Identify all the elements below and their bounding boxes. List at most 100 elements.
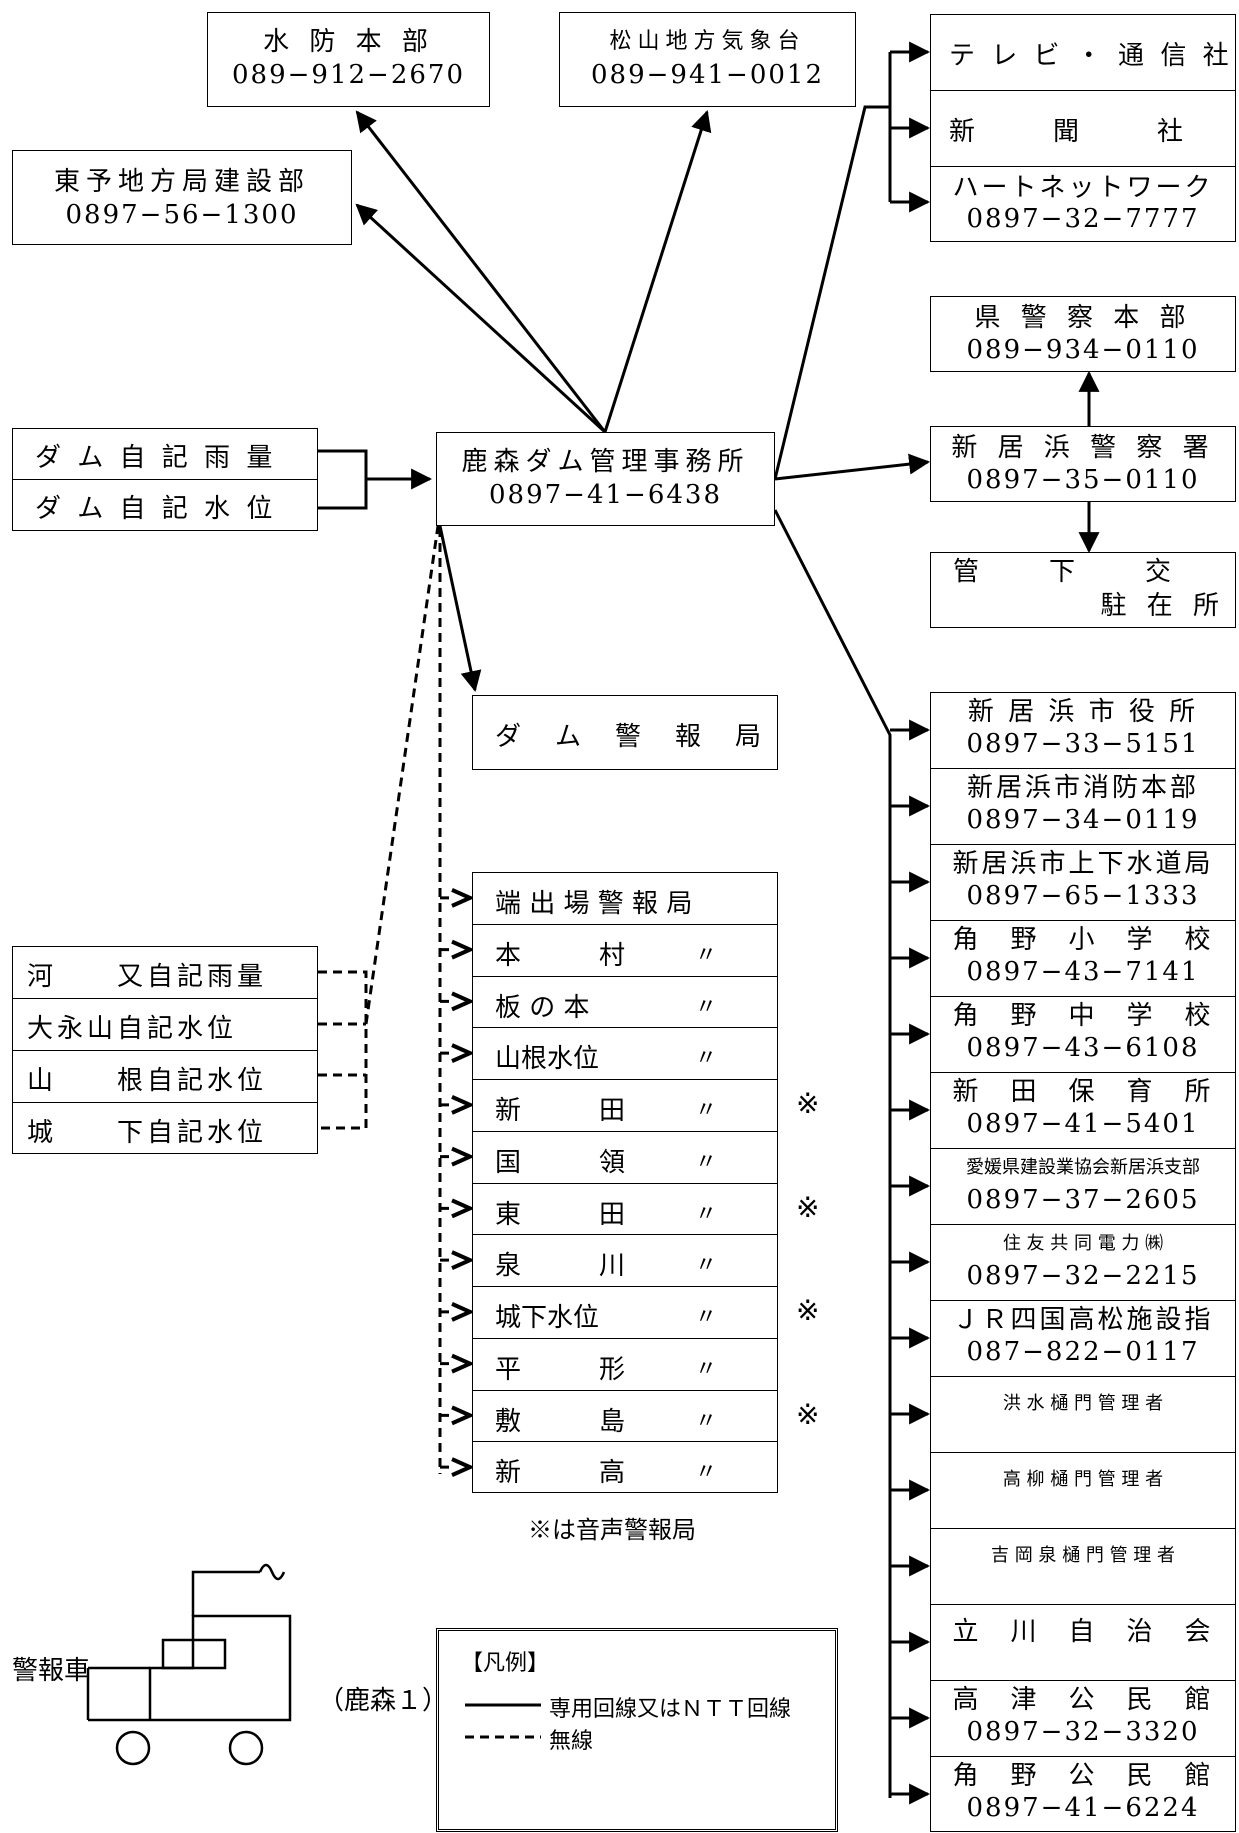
contact-name: 角 野 小 学 校 (931, 921, 1235, 957)
contact-row: 吉 岡 泉 樋 門 管 理 者 (931, 1529, 1235, 1605)
gauge-label: 山 根自記水位 (27, 1060, 267, 1097)
dam-alarm-label: ダ ム 警 報 局 (495, 716, 765, 753)
agency-name: 東予地方局建設部 (13, 165, 351, 199)
vehicle-id: （鹿森１） (318, 1680, 448, 1717)
contact-row: 新 居 浜 市 役 所0897−33−5151 (931, 693, 1235, 769)
dam-rain-gauge: ダ ム 自 記 雨 量 (13, 429, 317, 480)
river-gauge-row: 河 又自記雨量 (13, 947, 317, 999)
contact-phone: 0897−41−6224 (931, 1793, 1235, 1823)
alarm-station-row: 新 田〃 (473, 1080, 777, 1132)
legend-radio-label: 無線 (549, 1723, 593, 1755)
contact-name: ＪＲ四国高松施設指 (931, 1301, 1235, 1337)
alarm-station-row: 泉 川 〃 (473, 1235, 777, 1287)
ditto-mark: 〃 (695, 1403, 717, 1435)
river-gauge-row: 城 下自記水位 (13, 1103, 317, 1155)
radio-arrow (452, 1252, 470, 1268)
contact-name: 新居浜市上下水道局 (931, 845, 1235, 881)
radio-arrow (452, 1200, 470, 1216)
alarm-station-row: 国 領〃 (473, 1132, 777, 1184)
contact-row: 立 川 自 治 会 (931, 1605, 1235, 1681)
alarm-vehicle-icon (88, 1565, 290, 1764)
contact-name: 新居浜市消防本部 (931, 769, 1235, 805)
contact-phone: 0897−32−2215 (931, 1261, 1235, 1291)
contact-row: 住 友 共 同 電 力 ㈱0897−32−2215 (931, 1225, 1235, 1301)
radio-arrow (452, 1045, 470, 1061)
radio-arrow (452, 1459, 470, 1475)
koban-line2: 駐 在 所 (1100, 589, 1225, 623)
station-name: 平 形 (495, 1349, 625, 1386)
contact-phone: 0897−43−7141 (931, 957, 1235, 987)
contact-name: 角 野 中 学 校 (931, 997, 1235, 1033)
voice-station-mark: ※ (796, 1191, 819, 1224)
ditto-mark: 〃 (695, 1092, 717, 1124)
police-name: 新 居 浜 警 察 署 (931, 431, 1235, 465)
alarm-station-row: 端 出 場 警 報 局 (473, 873, 777, 925)
ditto-mark: 〃 (695, 1247, 717, 1279)
station-name: 敷 島 (495, 1401, 625, 1438)
contact-name: 住 友 共 同 電 力 ㈱ (931, 1225, 1235, 1261)
voice-station-mark: ※ (796, 1294, 819, 1327)
radio-arrow (452, 1097, 470, 1113)
media-item-tv: テ レ ビ ・ 通 信 社 (931, 15, 1235, 91)
contact-name: 吉 岡 泉 樋 門 管 理 者 (931, 1529, 1235, 1573)
contact-phone: 0897−34−0119 (931, 805, 1235, 835)
radio-arrow (452, 1356, 470, 1372)
ditto-mark: 〃 (695, 1454, 717, 1486)
alarm-station-row: 東 田 〃 (473, 1184, 777, 1236)
radio-arrow (452, 993, 470, 1009)
station-name: 本 村 (495, 935, 625, 972)
legend-box: 【凡例】 専用回線又はＮＴＴ回線 無線 (436, 1628, 838, 1832)
contact-name: 角 野 公 民 館 (931, 1757, 1235, 1793)
ditto-mark: 〃 (695, 937, 717, 969)
contact-phone: 0897−37−2605 (931, 1185, 1235, 1215)
alarm-station-row: 板 の 本 〃 (473, 977, 777, 1029)
media-item-newspaper: 新 聞 社 (931, 91, 1235, 167)
agency-phone: 089−912−2670 (208, 59, 489, 91)
contact-row: 高 柳 樋 門 管 理 者 (931, 1453, 1235, 1529)
alarm-station-row: 平 形〃 (473, 1339, 777, 1391)
media-group-box: テ レ ビ ・ 通 信 社 新 聞 社 ハートネットワーク 0897−32−77… (930, 14, 1236, 242)
contact-name: 高 柳 樋 門 管 理 者 (931, 1453, 1235, 1497)
ditto-mark: 〃 (695, 1196, 717, 1228)
voice-station-note: ※は音声警報局 (528, 1510, 696, 1545)
office-phone: 0897−41−6438 (437, 479, 774, 511)
gauge-label: 大永山自記水位 (27, 1008, 237, 1045)
station-name: 板 の 本 (495, 987, 590, 1024)
radio-arrow (452, 1149, 470, 1165)
alarm-station-row: 本 村 〃 (473, 925, 777, 977)
legend-swatches (465, 1689, 545, 1759)
media-phone: 0897−32−7777 (931, 205, 1235, 233)
contact-name: 高 津 公 民 館 (931, 1681, 1235, 1717)
police-hq-box: 県 警 察 本 部 089−934−0110 (930, 296, 1236, 372)
media-item-heartnetwork: ハートネットワーク 0897−32−7777 (931, 167, 1235, 243)
alarm-station-row: 山根水位 〃 (473, 1028, 777, 1080)
media-name: ハートネットワーク (931, 167, 1235, 205)
contact-phone: 0897−43−6108 (931, 1033, 1235, 1063)
police-station-box: 新 居 浜 警 察 署 0897−35−0110 (930, 426, 1236, 502)
police-phone: 089−934−0110 (931, 335, 1235, 365)
alarm-station-table: 端 出 場 警 報 局本 村〃板 の 本〃山根水位〃新 田〃国 領〃東 田〃泉 … (472, 872, 778, 1493)
station-name: 東 田 (495, 1194, 625, 1231)
radio-arrow (452, 1407, 470, 1423)
radio-arrow (452, 1304, 470, 1320)
alarm-station-row: 城下水位〃 (473, 1287, 777, 1339)
dam-gauge-box: ダ ム 自 記 雨 量 ダ ム 自 記 水 位 (12, 428, 318, 531)
contact-phone: 0897−41−5401 (931, 1109, 1235, 1139)
ditto-mark: 〃 (695, 1299, 717, 1331)
station-name: 山根水位 (495, 1038, 599, 1075)
koban-box: 管 下 交 番 駐 在 所 (930, 552, 1236, 628)
ditto-mark: 〃 (695, 989, 717, 1021)
contact-name: 洪 水 樋 門 管 理 者 (931, 1377, 1235, 1421)
river-gauge-row: 大永山自記水位 (13, 999, 317, 1051)
station-name: 泉 川 (495, 1245, 625, 1282)
river-gauge-row: 山 根自記水位 (13, 1051, 317, 1103)
gauge-label: ダ ム 自 記 水 位 (35, 488, 276, 525)
suibou-honbu-box: 水 防 本 部 089−912−2670 (207, 12, 490, 107)
office-name: 鹿森ダム管理事務所 (437, 445, 774, 479)
ditto-mark: 〃 (695, 1040, 717, 1072)
gauge-label: ダ ム 自 記 雨 量 (35, 437, 276, 474)
